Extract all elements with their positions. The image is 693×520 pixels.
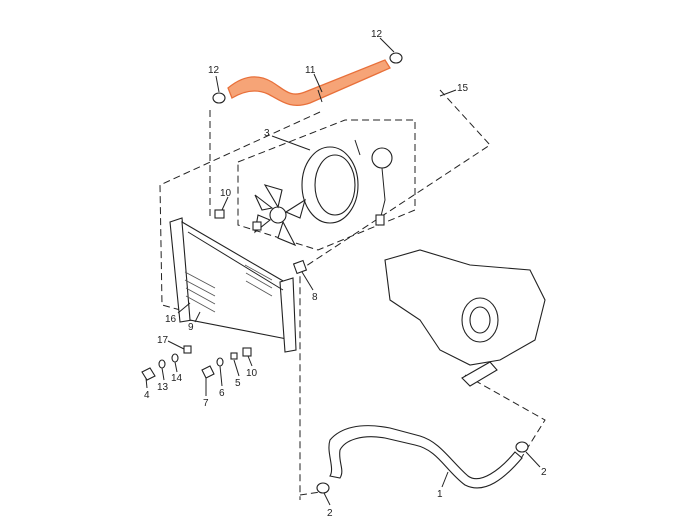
callout-2: 2 bbox=[327, 508, 333, 519]
collar-icon bbox=[230, 352, 238, 360]
fan-shroud-icon bbox=[301, 139, 393, 226]
callout-8: 8 bbox=[312, 292, 318, 303]
lower-hose bbox=[328, 425, 523, 489]
clamp-top-left-icon bbox=[212, 92, 226, 104]
callout-10: 10 bbox=[246, 368, 258, 379]
callout-17: 17 bbox=[157, 335, 169, 346]
bolt-icon bbox=[201, 365, 215, 379]
leader-lines bbox=[145, 37, 541, 506]
callout-15: 15 bbox=[457, 83, 469, 94]
fan-blade-icon bbox=[252, 184, 306, 247]
callout-9: 9 bbox=[188, 322, 194, 333]
upper-hose bbox=[227, 59, 391, 107]
callout-5: 5 bbox=[235, 378, 241, 389]
callout-labels: 12 12 11 15 3 10 8 16 9 17 14 13 4 7 6 5… bbox=[144, 29, 547, 519]
callout-3: 3 bbox=[264, 128, 270, 139]
radiator-icon bbox=[169, 217, 297, 353]
washer-icon bbox=[158, 359, 166, 369]
callout-16: 16 bbox=[165, 314, 177, 325]
callout-14: 14 bbox=[171, 373, 183, 384]
callout-6: 6 bbox=[219, 388, 225, 399]
cap-icon bbox=[292, 259, 308, 275]
clamp-lower-right-icon bbox=[515, 441, 529, 453]
callout-12: 12 bbox=[208, 65, 220, 76]
clamp-top-right-icon bbox=[389, 52, 403, 64]
engine-icon bbox=[384, 249, 546, 387]
hardware-group bbox=[141, 345, 252, 381]
nut-icon bbox=[183, 345, 192, 354]
callout-2: 2 bbox=[541, 467, 547, 478]
callout-7: 7 bbox=[203, 398, 209, 409]
callout-13: 13 bbox=[157, 382, 169, 393]
grommet-top-icon bbox=[214, 209, 225, 219]
callout-12: 12 bbox=[371, 29, 383, 40]
grommet-bottom-icon bbox=[242, 347, 252, 357]
washer-icon bbox=[216, 357, 224, 367]
callout-4: 4 bbox=[144, 390, 150, 401]
callout-10: 10 bbox=[220, 188, 232, 199]
clamp-lower-left-icon bbox=[316, 482, 330, 494]
washer-icon bbox=[171, 353, 179, 363]
bolt-icon bbox=[141, 367, 156, 381]
callout-11: 11 bbox=[305, 65, 316, 76]
callout-1: 1 bbox=[437, 489, 443, 500]
